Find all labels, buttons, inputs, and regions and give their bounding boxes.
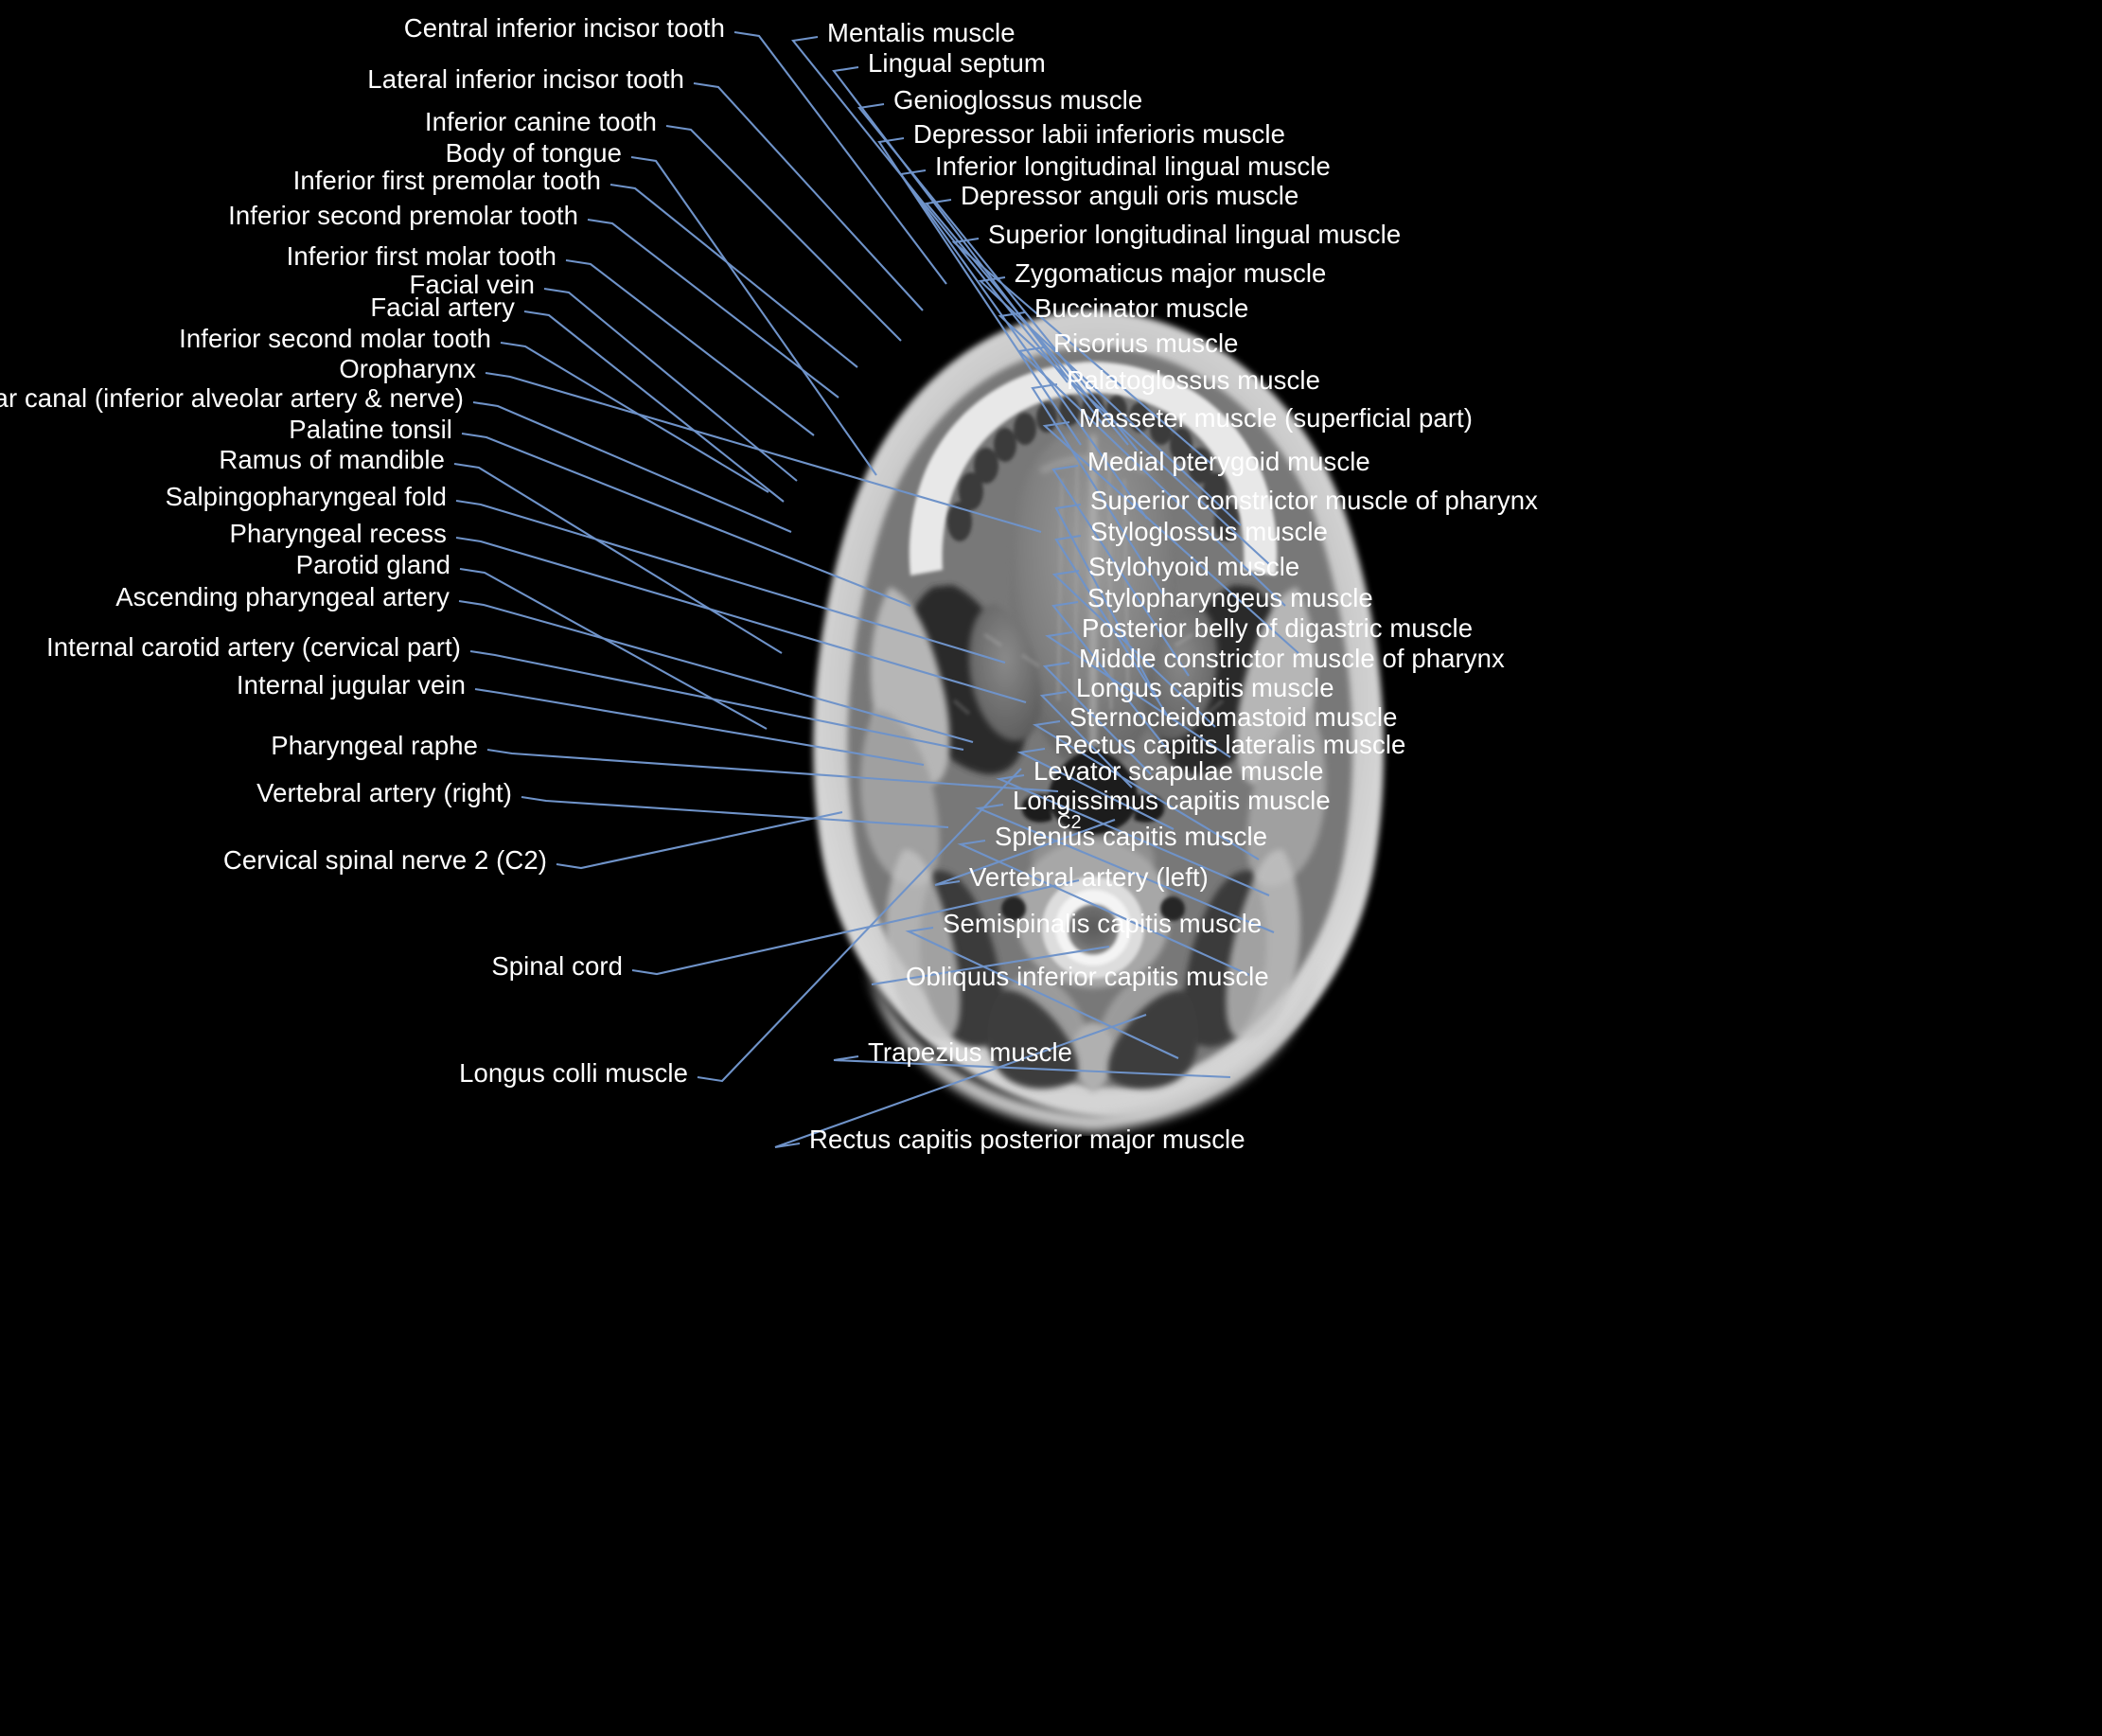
label-longus-colli-muscle: Longus colli muscle	[459, 1058, 688, 1088]
label-ramus-of-mandible: Ramus of mandible	[219, 445, 445, 474]
label-ascending-pharyngeal-artery: Ascending pharyngeal artery	[115, 582, 450, 611]
label-lingual-septum: Lingual septum	[868, 48, 1046, 78]
label-posterior-belly-of-digastric-muscle: Posterior belly of digastric muscle	[1082, 613, 1474, 643]
label-body-of-tongue: Body of tongue	[445, 138, 622, 168]
c2-vertebra-marker: C2	[1057, 812, 1082, 833]
label-depressor-labii-inferioris-muscle: Depressor labii inferioris muscle	[913, 119, 1286, 149]
label-inferior-canine-tooth: Inferior canine tooth	[424, 107, 657, 136]
label-palatoglossus-muscle: Palatoglossus muscle	[1067, 365, 1320, 395]
label-levator-scapulae-muscle: Levator scapulae muscle	[1033, 756, 1324, 786]
label-cervical-spinal-nerve-2-c2: Cervical spinal nerve 2 (C2)	[222, 845, 547, 875]
label-internal-jugular-vein: Internal jugular vein	[236, 670, 466, 700]
label-medial-pterygoid-muscle: Medial pterygoid muscle	[1087, 447, 1370, 476]
label-facial-artery: Facial artery	[370, 292, 515, 322]
label-vertebral-artery-left: Vertebral artery (left)	[969, 862, 1209, 892]
label-stylohyoid-muscle: Stylohyoid muscle	[1088, 552, 1300, 581]
label-spinal-cord: Spinal cord	[491, 951, 623, 981]
label-rectus-capitis-posterior-major-muscle: Rectus capitis posterior major muscle	[809, 1125, 1245, 1154]
label-stylopharyngeus-muscle: Stylopharyngeus muscle	[1087, 583, 1373, 612]
label-semispinalis-capitis-muscle: Semispinalis capitis muscle	[943, 909, 1263, 938]
label-mandibular-canal-inferior-alveolar-artery-nerve: Mandibular canal (inferior alveolar arte…	[0, 383, 464, 413]
label-lateral-inferior-incisor-tooth: Lateral inferior incisor tooth	[367, 64, 684, 94]
label-splenius-capitis-muscle: Splenius capitis muscle	[995, 822, 1268, 851]
leader-line	[523, 310, 785, 503]
label-superior-longitudinal-lingual-muscle: Superior longitudinal lingual muscle	[988, 220, 1402, 249]
label-styloglossus-muscle: Styloglossus muscle	[1090, 517, 1329, 546]
label-pharyngeal-raphe: Pharyngeal raphe	[271, 731, 478, 760]
label-inferior-longitudinal-lingual-muscle: Inferior longitudinal lingual muscle	[935, 151, 1331, 181]
label-sternocleidomastoid-muscle: Sternocleidomastoid muscle	[1069, 702, 1398, 732]
label-rectus-capitis-lateralis-muscle: Rectus capitis lateralis muscle	[1054, 730, 1406, 759]
label-inferior-first-premolar-tooth: Inferior first premolar tooth	[292, 166, 601, 195]
label-oropharynx: Oropharynx	[339, 354, 476, 383]
label-risorius-muscle: Risorius muscle	[1053, 328, 1239, 358]
label-superior-constrictor-muscle-of-pharynx: Superior constrictor muscle of pharynx	[1090, 486, 1539, 515]
label-depressor-anguli-oris-muscle: Depressor anguli oris muscle	[961, 181, 1299, 210]
label-longus-capitis-muscle: Longus capitis muscle	[1076, 673, 1334, 702]
leader-line	[453, 462, 783, 654]
label-genioglossus-muscle: Genioglossus muscle	[893, 85, 1143, 115]
leader-line	[693, 81, 924, 311]
label-mentalis-muscle: Mentalis muscle	[827, 18, 1016, 47]
label-obliquus-inferior-capitis-muscle: Obliquus inferior capitis muscle	[906, 962, 1269, 991]
label-pharyngeal-recess: Pharyngeal recess	[229, 519, 447, 548]
label-masseter-muscle-superficial-part: Masseter muscle (superficial part)	[1079, 403, 1474, 433]
label-inferior-second-molar-tooth: Inferior second molar tooth	[179, 324, 491, 353]
label-palatine-tonsil: Palatine tonsil	[289, 415, 452, 444]
label-zygomaticus-major-muscle: Zygomaticus major muscle	[1015, 258, 1327, 288]
label-facial-vein: Facial vein	[409, 270, 535, 299]
label-parotid-gland: Parotid gland	[295, 550, 450, 579]
leader-line	[472, 400, 792, 533]
label-inferior-second-premolar-tooth: Inferior second premolar tooth	[228, 201, 578, 230]
label-vertebral-artery-right: Vertebral artery (right)	[256, 778, 512, 807]
label-internal-carotid-artery-cervical-part: Internal carotid artery (cervical part)	[46, 632, 461, 662]
leader-line	[500, 341, 769, 493]
label-inferior-first-molar-tooth: Inferior first molar tooth	[286, 241, 556, 271]
label-trapezius-muscle: Trapezius muscle	[868, 1037, 1073, 1067]
leader-line	[459, 567, 768, 730]
label-longissimus-capitis-muscle: Longissimus capitis muscle	[1013, 786, 1331, 815]
label-central-inferior-incisor-tooth: Central inferior incisor tooth	[403, 13, 725, 43]
label-buccinator-muscle: Buccinator muscle	[1034, 293, 1249, 323]
label-salpingopharyngeal-fold: Salpingopharyngeal fold	[165, 482, 447, 511]
label-middle-constrictor-muscle-of-pharynx: Middle constrictor muscle of pharynx	[1079, 644, 1505, 673]
